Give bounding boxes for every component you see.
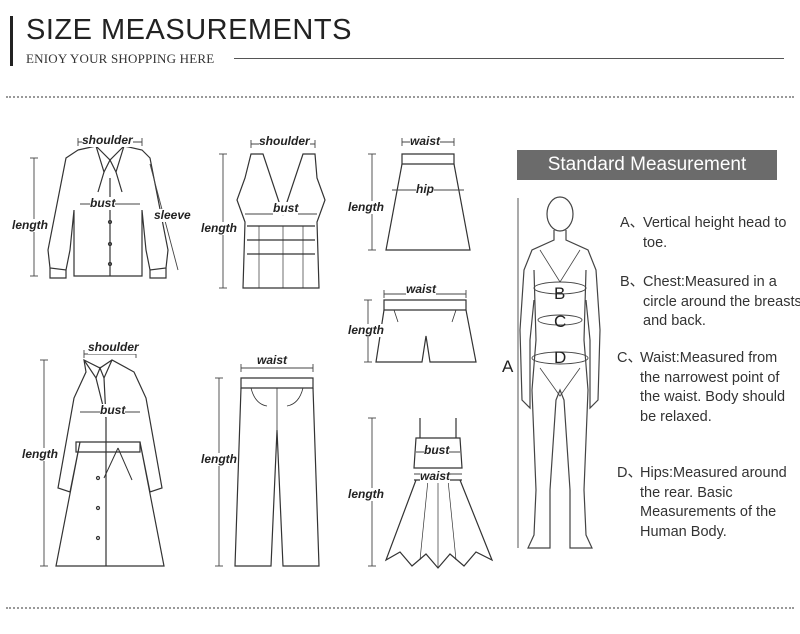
- header: SIZE MEASUREMENTS ENIOY YOUR SHOPPING HE…: [0, 0, 800, 90]
- dress-diagram: bust waist length: [340, 410, 500, 580]
- skirt-icon: [368, 138, 471, 251]
- measurement-key-b: B、: [620, 274, 645, 290]
- measurement-text-a: Vertical height head to toe.: [643, 215, 787, 251]
- shorts-length-label: length: [348, 323, 384, 337]
- coat-diagram: shoulder bust length: [0, 338, 200, 578]
- measurement-key-c: C、: [617, 350, 642, 366]
- coat-icon: [40, 350, 165, 567]
- skirt-hip-label: hip: [416, 182, 434, 196]
- measurement-item-c: C、 Waist:Measured from the narrowest poi…: [617, 349, 797, 449]
- figure-label-b: B: [554, 284, 566, 303]
- pants-icon: [215, 364, 320, 567]
- standard-measurement-banner: Standard Measurement: [517, 150, 777, 180]
- blouse-sleeve-label: sleeve: [154, 208, 191, 222]
- coat-bust-label: bust: [100, 403, 126, 417]
- measurement-text-d: Hips:Measured around the rear. Basic Mea…: [640, 465, 787, 540]
- pants-diagram: waist length: [195, 348, 345, 578]
- shorts-diagram: waist length: [340, 280, 490, 370]
- dress-length-label: length: [348, 487, 384, 501]
- tank-top-diagram: shoulder bust length: [195, 130, 345, 300]
- body-figure: B C D: [500, 190, 610, 565]
- pants-waist-label: waist: [257, 353, 288, 367]
- measurement-key-d: D、: [617, 465, 642, 481]
- pants-length-label: length: [201, 452, 237, 466]
- measurement-item-d: D、 Hips:Measured around the rear. Basic …: [617, 464, 797, 546]
- standard-measurement-heading: Standard Measurement: [547, 154, 747, 175]
- measurement-item-b: B、 Chest:Measured in a circle around the…: [620, 273, 800, 335]
- skirt-waist-label: waist: [410, 134, 441, 148]
- shorts-waist-label: waist: [406, 282, 437, 296]
- blouse-length-label: length: [12, 218, 48, 232]
- dress-waist-label: waist: [420, 469, 451, 483]
- top-divider: [6, 96, 794, 98]
- page-title: SIZE MEASUREMENTS: [26, 14, 352, 46]
- tank-top-bust-label: bust: [273, 201, 299, 215]
- tank-top-length-label: length: [201, 221, 237, 235]
- blouse-shoulder-label: shoulder: [82, 133, 133, 147]
- blouse-bust-label: bust: [90, 196, 116, 210]
- title-accent-bar: [10, 16, 13, 66]
- measurement-text-c: Waist:Measured from the narrowest point …: [640, 350, 786, 425]
- skirt-diagram: waist hip length: [340, 128, 490, 263]
- figure-label-c: C: [554, 312, 567, 331]
- header-rule: [234, 58, 784, 59]
- measurement-text-b: Chest:Measured in a circle around the br…: [643, 274, 800, 329]
- measurement-item-a: A、 Vertical height head to toe.: [620, 214, 800, 256]
- tank-top-shoulder-label: shoulder: [259, 134, 310, 148]
- page-subtitle: ENIOY YOUR SHOPPING HERE: [26, 51, 215, 66]
- figure-label-a: A: [502, 357, 514, 376]
- tank-top-icon: [219, 140, 326, 289]
- measurement-key-a: A、: [620, 215, 645, 231]
- bottom-divider: [6, 607, 794, 609]
- coat-shoulder-label: shoulder: [88, 340, 139, 354]
- body-figure-icon: [517, 196, 601, 549]
- coat-length-label: length: [22, 447, 58, 461]
- figure-label-d: D: [554, 348, 567, 367]
- blouse-diagram: shoulder bust sleeve length: [0, 130, 200, 300]
- skirt-length-label: length: [348, 200, 384, 214]
- dress-bust-label: bust: [424, 443, 450, 457]
